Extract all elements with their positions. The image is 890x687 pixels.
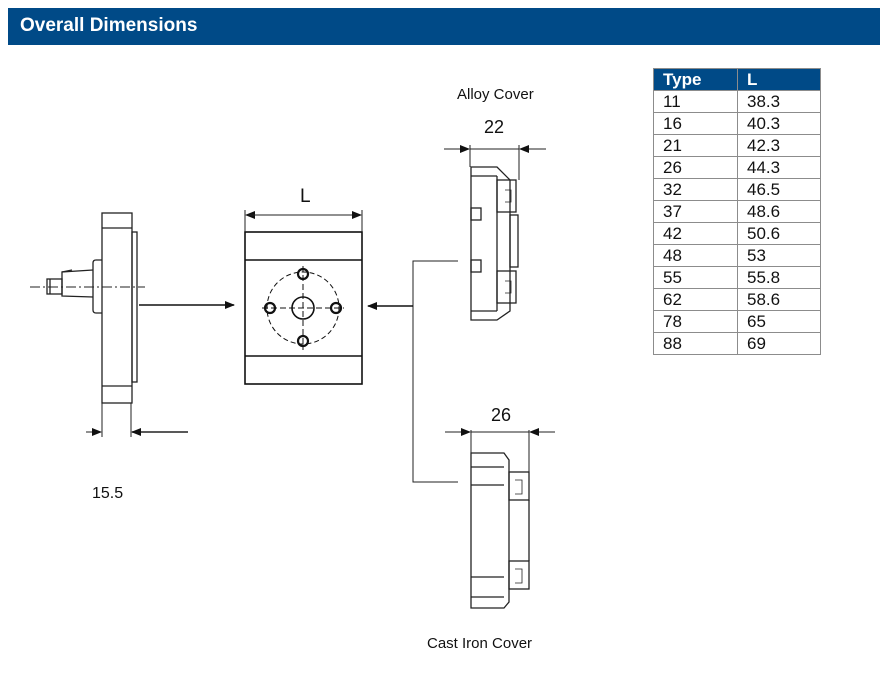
column-header-l: L: [737, 68, 821, 91]
type-cell: 26: [653, 156, 738, 179]
type-cell: 55: [653, 266, 738, 289]
section-header: Overall Dimensions: [8, 8, 880, 45]
length-cell: 65: [737, 310, 821, 333]
length-cell: 46.5: [737, 178, 821, 201]
alloy-cover-dimension: 22: [484, 117, 505, 137]
type-cell: 78: [653, 310, 738, 333]
length-cell: 58.6: [737, 288, 821, 311]
type-cell: 11: [653, 90, 738, 113]
length-cell: 69: [737, 332, 821, 355]
side-view-shaft-unit: [30, 212, 145, 404]
type-cell: 37: [653, 200, 738, 223]
type-cell: 62: [653, 288, 738, 311]
dimension-26: [445, 428, 555, 472]
length-cell: 42.3: [737, 134, 821, 157]
dimension-15-5: [86, 403, 188, 437]
type-cell: 21: [653, 134, 738, 157]
section-title: Overall Dimensions: [20, 15, 198, 36]
length-cell: 44.3: [737, 156, 821, 179]
cast-iron-cover-drawing: [470, 452, 530, 609]
table-header-row: Type L: [653, 68, 821, 91]
type-cell: 32: [653, 178, 738, 201]
length-cell: 38.3: [737, 90, 821, 113]
length-cell: 53: [737, 244, 821, 267]
length-cell: 50.6: [737, 222, 821, 245]
type-cell: 42: [653, 222, 738, 245]
dimension-22: [444, 145, 546, 180]
cover-connector-lines: [412, 260, 458, 483]
type-cell: 88: [653, 332, 738, 355]
length-cell: 48.6: [737, 200, 821, 223]
cast-iron-cover-label: Cast Iron Cover: [427, 635, 533, 652]
length-cell: 40.3: [737, 112, 821, 135]
alloy-cover-drawing: [470, 166, 519, 321]
dimension-L: [244, 210, 363, 232]
flange-thickness-dimension: 15.5: [92, 485, 124, 502]
length-cell: 55.8: [737, 266, 821, 289]
cast-iron-cover-dimension: 26: [491, 405, 512, 425]
front-view-flange: [244, 231, 363, 385]
alloy-cover-label: Alloy Cover: [457, 86, 534, 103]
type-cell: 16: [653, 112, 738, 135]
type-cell: 48: [653, 244, 738, 267]
length-dimension-label: L: [300, 186, 311, 207]
column-header-type: Type: [653, 68, 738, 91]
